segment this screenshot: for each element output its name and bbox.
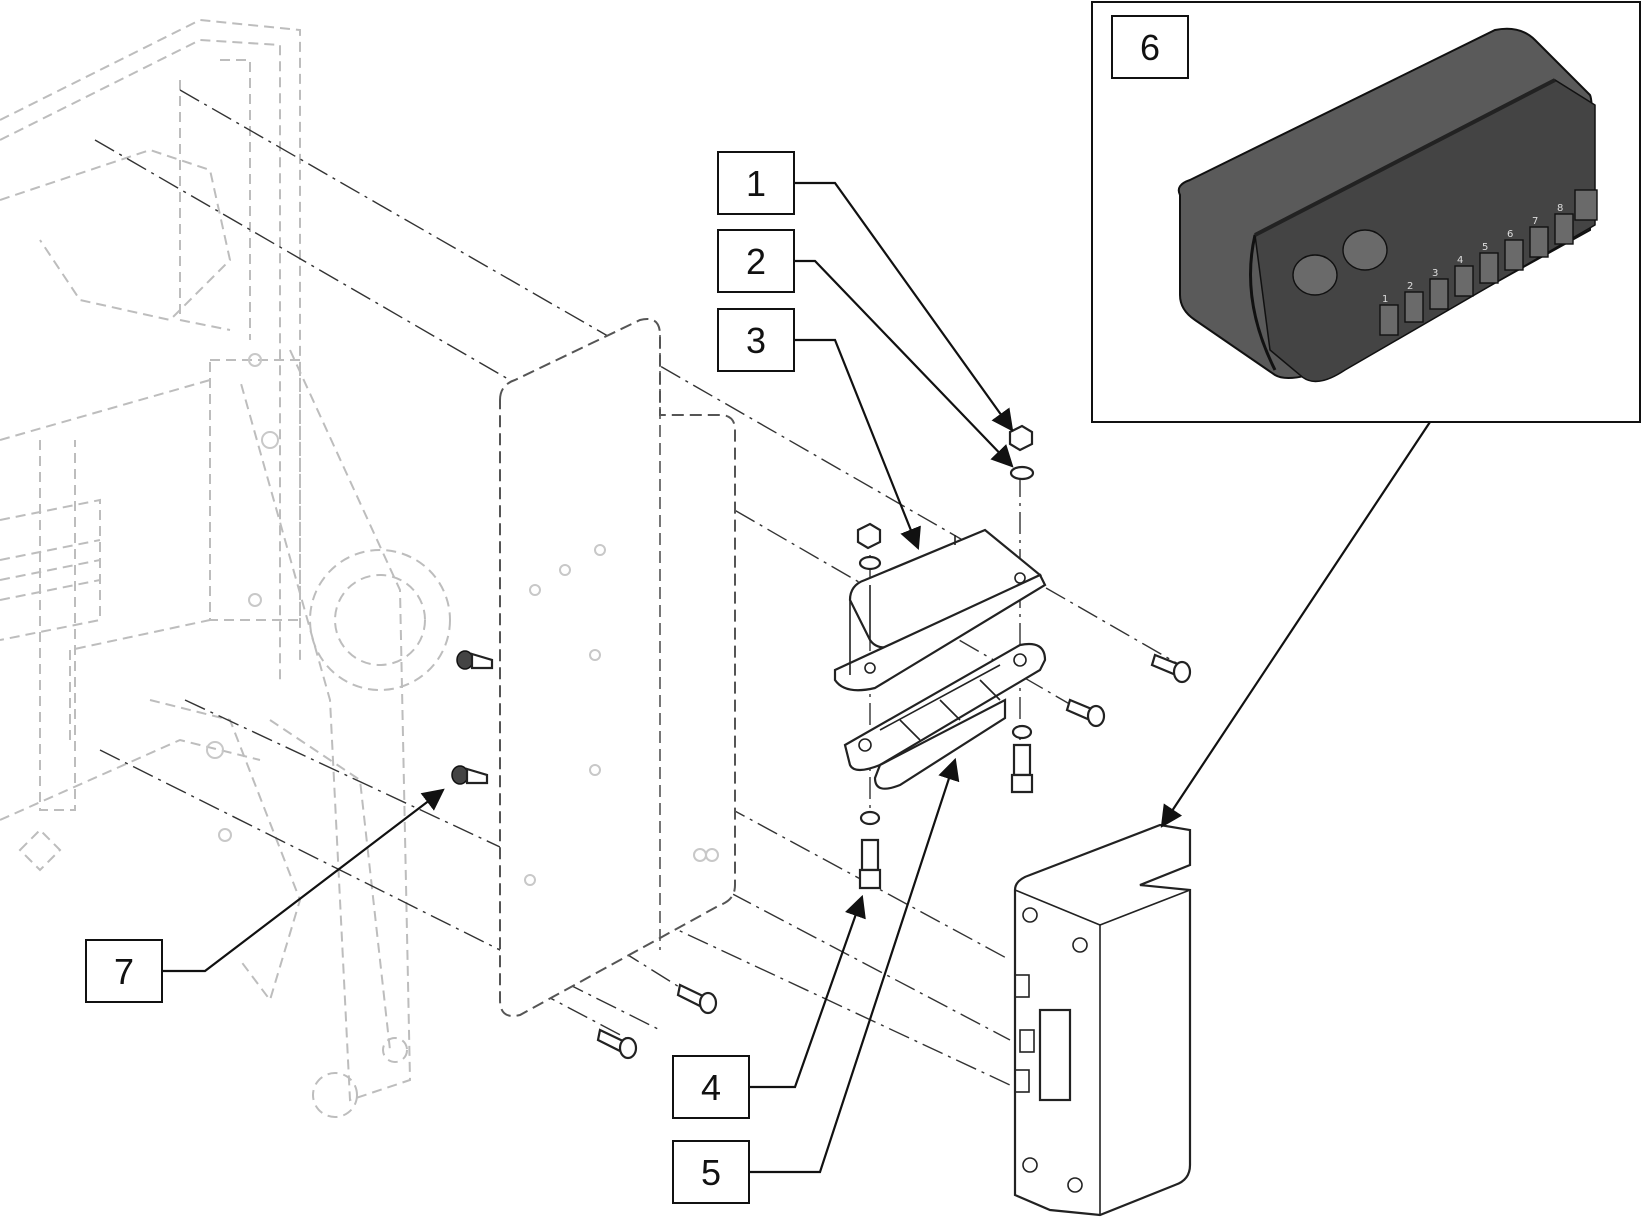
port-label-6: 6	[1507, 229, 1513, 240]
callout-3-label: 3	[746, 320, 766, 361]
leader-3	[794, 338, 921, 551]
callout-5: 5	[672, 1140, 750, 1204]
leader-2	[794, 259, 1014, 468]
leader-5	[749, 757, 960, 1174]
controller-module	[1013, 823, 1192, 1217]
ghost-chair-frame	[0, 18, 451, 1118]
screw-item-7-lower	[451, 765, 489, 785]
controller-module-detail: 1 2 3 4 5 6 7 8	[1177, 27, 1598, 383]
callout-7-label: 7	[114, 951, 134, 992]
inset-detail-box: 1 2 3 4 5 6 7 8	[1091, 1, 1641, 423]
callout-1-label: 1	[746, 163, 766, 204]
leader-lines	[162, 181, 1431, 1174]
screw-right-middle	[1065, 698, 1106, 728]
leader-1	[794, 181, 1014, 432]
screw-right-base	[1010, 724, 1034, 794]
leader-7	[162, 788, 445, 973]
screw-right-upper	[1150, 653, 1192, 684]
port-label-1: 1	[1382, 294, 1388, 305]
port-label-3: 3	[1432, 268, 1438, 279]
callout-3: 3	[717, 308, 795, 372]
callout-4: 4	[672, 1055, 750, 1119]
callout-6-label: 6	[1140, 27, 1160, 68]
screw-item-7-upper	[456, 650, 494, 670]
base-item-5	[843, 642, 1047, 790]
plate-bolt-lower-right	[676, 983, 718, 1015]
callout-2-label: 2	[746, 241, 766, 282]
washer-item-2	[1009, 465, 1035, 481]
leader-4	[749, 894, 866, 1089]
bracket-item-3	[833, 528, 1047, 692]
leader-6	[1160, 421, 1431, 828]
callout-1: 1	[717, 151, 795, 215]
port-label-5: 5	[1482, 242, 1488, 253]
port-label-2: 2	[1407, 281, 1413, 292]
callout-2: 2	[717, 229, 795, 293]
callout-6: 6	[1111, 15, 1189, 79]
plate-bolt-lower-left	[596, 1028, 638, 1060]
callout-7: 7	[85, 939, 163, 1003]
nut-item-1	[1008, 424, 1034, 452]
nut-left-bracket	[856, 522, 882, 571]
callout-5-label: 5	[701, 1152, 721, 1193]
port-label-7: 7	[1532, 216, 1538, 227]
port-label-4: 4	[1457, 255, 1463, 266]
port-label-8: 8	[1557, 203, 1563, 214]
mounting-plate	[499, 318, 736, 1017]
callout-4-label: 4	[701, 1067, 721, 1108]
screw-item-4	[858, 810, 882, 890]
